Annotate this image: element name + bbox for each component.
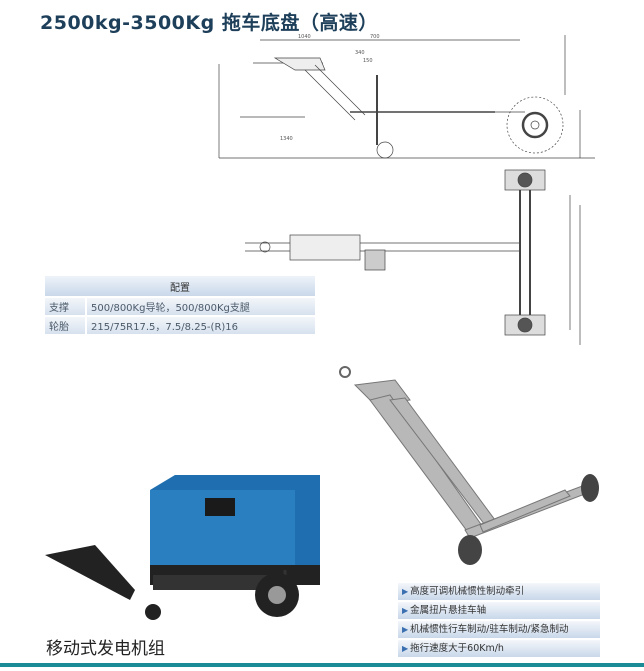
table-row: 支撑 500/800Kg导轮，500/800Kg支腿 — [45, 297, 315, 317]
list-item: ▶高度可调机械惯性制动牵引 — [398, 583, 600, 600]
spec-key: 轮胎 — [45, 316, 87, 336]
top-view-drawing — [245, 169, 581, 345]
table-row: 轮胎 215/75R17.5，7.5/8.25-(R)16 — [45, 316, 315, 336]
spec-key: 支撑 — [45, 297, 87, 317]
side-view-drawing: 1040 700 340 150 1340 — [218, 34, 595, 159]
feature-list: ▶高度可调机械惯性制动牵引 ▶金属扭片悬挂车轴 ▶机械惯性行车制动/驻车制动/紧… — [398, 583, 600, 659]
list-item: ▶拖行速度大于60Km/h — [398, 640, 600, 657]
dim-label: 340 — [355, 50, 365, 56]
feature-text: 金属扭片悬挂车轴 — [410, 605, 487, 616]
dim-label: 150 — [363, 58, 373, 64]
triangle-bullet-icon: ▶ — [402, 587, 409, 596]
dim-label: 1340 — [280, 136, 293, 142]
spec-value: 500/800Kg导轮，500/800Kg支腿 — [86, 297, 315, 317]
spec-table-header: 配置 — [45, 276, 315, 298]
trailer-chassis-image — [339, 366, 599, 565]
mobile-generator-image — [45, 475, 320, 620]
list-item: ▶金属扭片悬挂车轴 — [398, 602, 600, 619]
triangle-bullet-icon: ▶ — [402, 606, 409, 615]
triangle-bullet-icon: ▶ — [402, 625, 409, 634]
feature-text: 机械惯性行车制动/驻车制动/紧急制动 — [410, 624, 569, 635]
spec-value: 215/75R17.5，7.5/8.25-(R)16 — [86, 316, 315, 336]
feature-text: 高度可调机械惯性制动牵引 — [410, 586, 525, 597]
page-title: 2500kg-3500Kg 拖车底盘（高速） — [40, 12, 378, 34]
spec-table: 配置 支撑 500/800Kg导轮，500/800Kg支腿 轮胎 215/75R… — [45, 276, 315, 336]
dim-label: 700 — [370, 34, 380, 40]
dim-label: 1040 — [298, 34, 311, 40]
footer-accent-bar — [0, 663, 644, 667]
feature-text: 拖行速度大于60Km/h — [410, 643, 504, 654]
list-item: ▶机械惯性行车制动/驻车制动/紧急制动 — [398, 621, 600, 638]
generator-caption: 移动式发电机组 — [46, 639, 165, 659]
triangle-bullet-icon: ▶ — [402, 644, 409, 653]
